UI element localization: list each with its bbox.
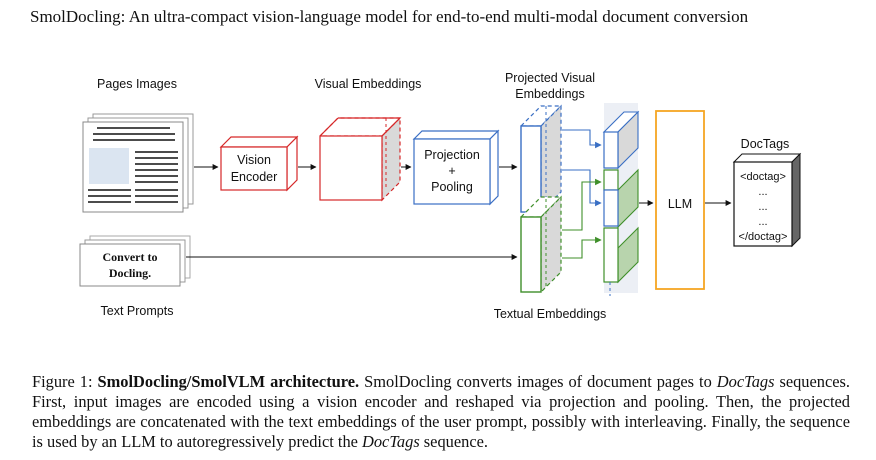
doctags-document: <doctag> ... ... ... </doctag> <box>732 152 802 248</box>
interleave-connectors <box>562 129 602 259</box>
vision-encoder-line2: Encoder <box>231 170 278 184</box>
text-prompts-label: Text Prompts <box>101 304 174 318</box>
doctag-ellipsis-2: ... <box>758 201 767 213</box>
figure-caption: Figure 1: SmolDocling/SmolVLM architectu… <box>32 372 850 452</box>
caption-doctags-1: DocTags <box>716 372 775 392</box>
doctag-ellipsis-1: ... <box>758 186 767 198</box>
prompt-line2: Docling. <box>109 266 151 280</box>
architecture-diagram: Pages Images Visual Embeddings Projected… <box>79 71 802 321</box>
interleaved-embedding-stack <box>602 103 640 296</box>
prompt-line1: Convert to <box>103 250 158 264</box>
page-images-stack <box>82 113 194 213</box>
caption-seg2: sequences. First, input images are encod… <box>32 372 850 452</box>
projected-visual-embeddings <box>519 104 563 214</box>
projection-line1: Projection <box>424 148 480 162</box>
caption-bold-title: SmolDocling/SmolVLM architecture. <box>97 372 360 392</box>
llm-label: LLM <box>668 197 692 211</box>
caption-seg3: sequence. <box>419 432 488 452</box>
vision-encoder-box: Vision Encoder <box>219 135 299 192</box>
text-prompt-card: Convert to Docling. <box>79 235 191 287</box>
pages-images-label: Pages Images <box>97 77 177 91</box>
projected-visual-label-2: Embeddings <box>515 87 585 101</box>
projected-visual-label-1: Projected Visual <box>505 71 595 85</box>
caption-seg1: SmolDocling converts images of document … <box>359 372 717 392</box>
visual-embeddings-cube <box>318 116 402 202</box>
textual-embeddings <box>519 195 563 294</box>
doctags-label: DocTags <box>741 137 790 151</box>
projection-line2: + <box>448 164 455 178</box>
visual-embeddings-label: Visual Embeddings <box>315 77 422 91</box>
running-header: SmolDocling: An ultra-compact vision-lan… <box>30 7 749 26</box>
projection-line3: Pooling <box>431 180 473 194</box>
figure-label: Figure 1: <box>32 372 98 392</box>
doctag-open: <doctag> <box>740 171 786 183</box>
doctag-ellipsis-3: ... <box>758 216 767 228</box>
textual-embeddings-label: Textual Embeddings <box>494 307 607 321</box>
caption-doctags-2: DocTags <box>362 432 420 452</box>
doctag-close: </doctag> <box>739 231 788 243</box>
vision-encoder-line1: Vision <box>237 153 271 167</box>
llm-block: LLM <box>655 110 705 290</box>
projection-pooling-box: Projection + Pooling <box>412 129 500 206</box>
